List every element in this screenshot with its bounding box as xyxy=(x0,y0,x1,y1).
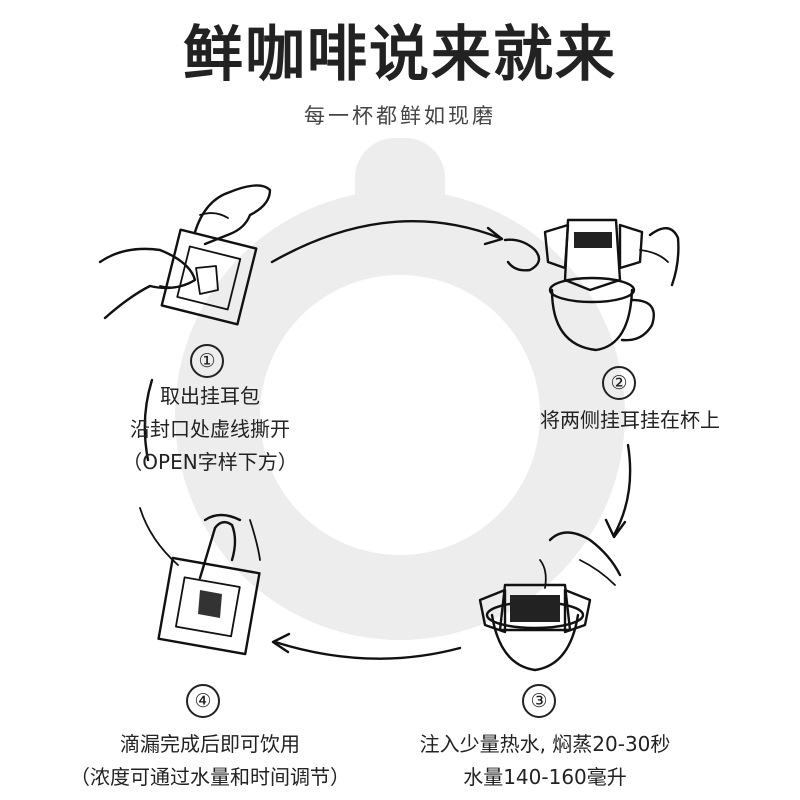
arrow-head-2-icon xyxy=(604,518,627,539)
arrow-head-1-icon xyxy=(483,226,504,246)
step-1-text: 取出挂耳包 沿封口处虚线撕开 （OPEN字样下方） xyxy=(60,380,360,479)
step-number-4: ④ xyxy=(186,684,220,718)
step-4-line-2: （浓度可通过水量和时间调节） xyxy=(70,765,350,789)
step-4-text: 滴漏完成后即可饮用 （浓度可通过水量和时间调节） xyxy=(50,728,370,794)
step-1-line-2: 沿封口处虚线撕开 xyxy=(130,417,290,441)
step-1-line-1: 取出挂耳包 xyxy=(160,384,260,408)
step-number-2: ② xyxy=(602,366,636,400)
step-3-line-2: 水量140-160毫升 xyxy=(463,765,627,789)
open-drip-bag-illustration xyxy=(98,184,272,326)
page-subtitle: 每一杯都鲜如现磨 xyxy=(304,104,496,128)
step-2-text: 将两侧挂耳挂在杯上 xyxy=(500,404,760,437)
step-4-line-1: 滴漏完成后即可饮用 xyxy=(120,732,300,756)
hang-on-cup-illustration xyxy=(503,218,680,352)
cycle-arrows xyxy=(143,220,632,660)
page-title: 鲜咖啡说来就来 xyxy=(183,20,617,90)
arrow-head-3-icon xyxy=(271,632,291,654)
drip-complete-illustration xyxy=(139,507,261,656)
pour-water-illustration xyxy=(478,531,622,672)
step-3-text: 注入少量热水, 焖蒸20-30秒 水量140-160毫升 xyxy=(395,728,695,794)
step-number-1: ① xyxy=(190,344,224,378)
step-2-line-1: 将两侧挂耳挂在杯上 xyxy=(540,408,720,432)
step-1-line-3: （OPEN字样下方） xyxy=(122,450,298,474)
step-3-line-1: 注入少量热水, 焖蒸20-30秒 xyxy=(419,732,671,756)
step-number-3: ③ xyxy=(522,684,556,718)
background-mug-silhouette xyxy=(175,138,625,640)
